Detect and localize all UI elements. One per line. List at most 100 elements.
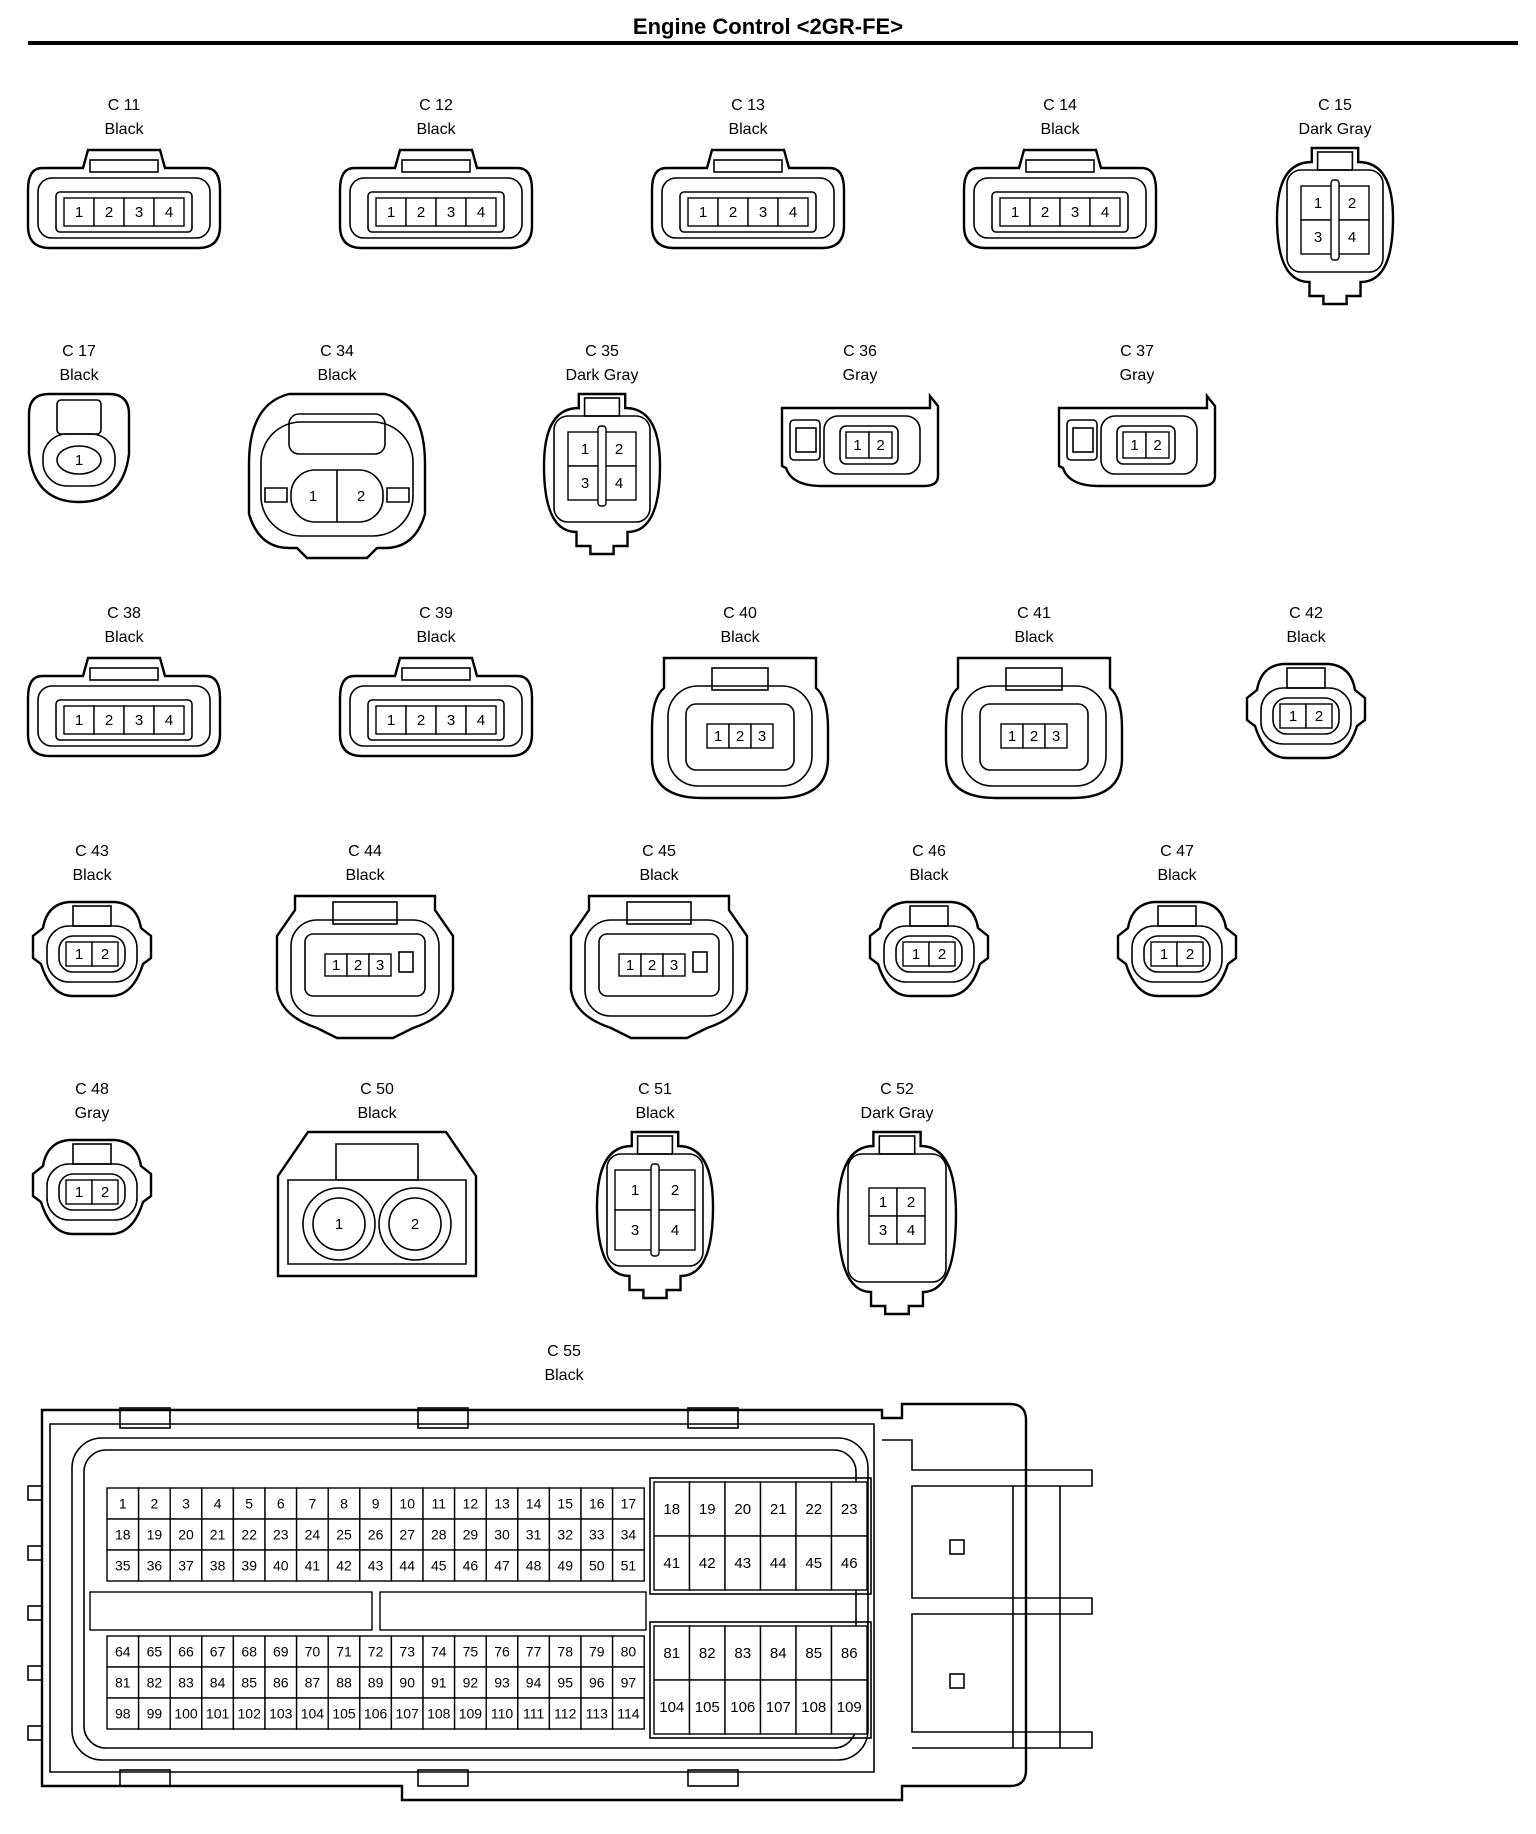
shape: [1275, 146, 1395, 306]
pin-label: 2: [938, 946, 946, 963]
pin-number: 20: [178, 1527, 194, 1543]
shape: [295, 1487, 329, 1520]
shape: [405, 197, 437, 227]
shape: [711, 667, 769, 691]
shape: [1131, 925, 1223, 983]
connector-id: C 48: [75, 1081, 109, 1098]
shape: [201, 1666, 235, 1699]
shape: [72, 1143, 112, 1165]
shape: [830, 1535, 868, 1591]
pin-label: 2: [101, 1184, 109, 1201]
shape: [878, 1135, 916, 1155]
shape: [89, 667, 159, 681]
pin-label: 2: [417, 712, 425, 729]
shape: [895, 935, 963, 973]
shape: [687, 197, 719, 227]
shape: [367, 191, 505, 233]
shape: [485, 1518, 519, 1551]
pin-number: 26: [368, 1527, 384, 1543]
pin-ring: [388, 1197, 442, 1251]
shape: [949, 1539, 965, 1555]
shape: [137, 1697, 171, 1730]
pin-number: 68: [241, 1644, 257, 1660]
connector-id: C 14: [1043, 97, 1077, 114]
pin-label: 3: [670, 957, 678, 974]
shape: [789, 419, 821, 461]
shape: [896, 1215, 926, 1245]
shape: [569, 894, 749, 1040]
shape: [650, 148, 846, 250]
shape: [27, 1605, 43, 1621]
pin-number: 76: [494, 1644, 510, 1660]
pin-label: 1: [581, 441, 589, 458]
shape: [1245, 662, 1367, 760]
shape: [264, 487, 288, 503]
pin-number: 22: [241, 1527, 257, 1543]
shape: [58, 935, 126, 973]
shape: [465, 197, 497, 227]
shape: [31, 1138, 153, 1236]
shape: [390, 1697, 424, 1730]
shape: [201, 1697, 235, 1730]
pin-ring: [312, 1197, 366, 1251]
pin-number: 46: [463, 1558, 479, 1574]
shape: [598, 933, 720, 997]
connector-id: C 37: [1120, 343, 1154, 360]
pin-number: 35: [115, 1558, 131, 1574]
shape: [548, 1697, 582, 1730]
connector-color: Black: [345, 867, 385, 884]
pin-label: 3: [447, 204, 455, 221]
shape: [1305, 703, 1333, 729]
connector-id: C 52: [880, 1081, 914, 1098]
shape: [287, 1179, 467, 1265]
shape: [453, 1666, 487, 1699]
shape: [654, 1169, 696, 1211]
connector-id: C 15: [1318, 97, 1352, 114]
pin-number: 38: [210, 1558, 226, 1574]
shape: [795, 427, 817, 453]
shape: [839, 425, 899, 465]
shape: [27, 1725, 43, 1741]
shape: [823, 415, 921, 475]
shape: [46, 925, 138, 983]
shape: [724, 1481, 762, 1537]
pin-number: 85: [805, 1645, 822, 1662]
shape: [548, 1635, 582, 1668]
shape: [580, 1549, 614, 1582]
shape: [653, 1679, 691, 1735]
pin-label: 1: [631, 1182, 639, 1199]
shape: [759, 1625, 797, 1681]
pin-label: 2: [615, 441, 623, 458]
shape: [295, 1697, 329, 1730]
pin-number: 103: [269, 1706, 293, 1722]
shape: [275, 894, 455, 1040]
shape: [89, 159, 159, 173]
pin-label: 2: [1153, 437, 1161, 454]
pin-number: 71: [336, 1644, 352, 1660]
pin-label: 1: [1008, 728, 1016, 745]
pin-number: 9: [372, 1496, 380, 1512]
pin-number: 32: [557, 1527, 573, 1543]
pin-label: 1: [879, 1194, 887, 1211]
pin-number: 34: [621, 1527, 637, 1543]
connector-color: Black: [104, 629, 144, 646]
pin-number: 105: [695, 1699, 720, 1716]
pin-number: 83: [178, 1675, 194, 1691]
pin-label: 4: [477, 712, 485, 729]
pin-label: 4: [477, 204, 485, 221]
pin-number: 108: [427, 1706, 451, 1722]
pin-label: 1: [1160, 946, 1168, 963]
shape: [595, 1130, 715, 1300]
shape: [26, 148, 222, 250]
pin-number: 17: [621, 1496, 637, 1512]
connector-color: Gray: [1120, 367, 1155, 384]
shape: [26, 656, 222, 758]
